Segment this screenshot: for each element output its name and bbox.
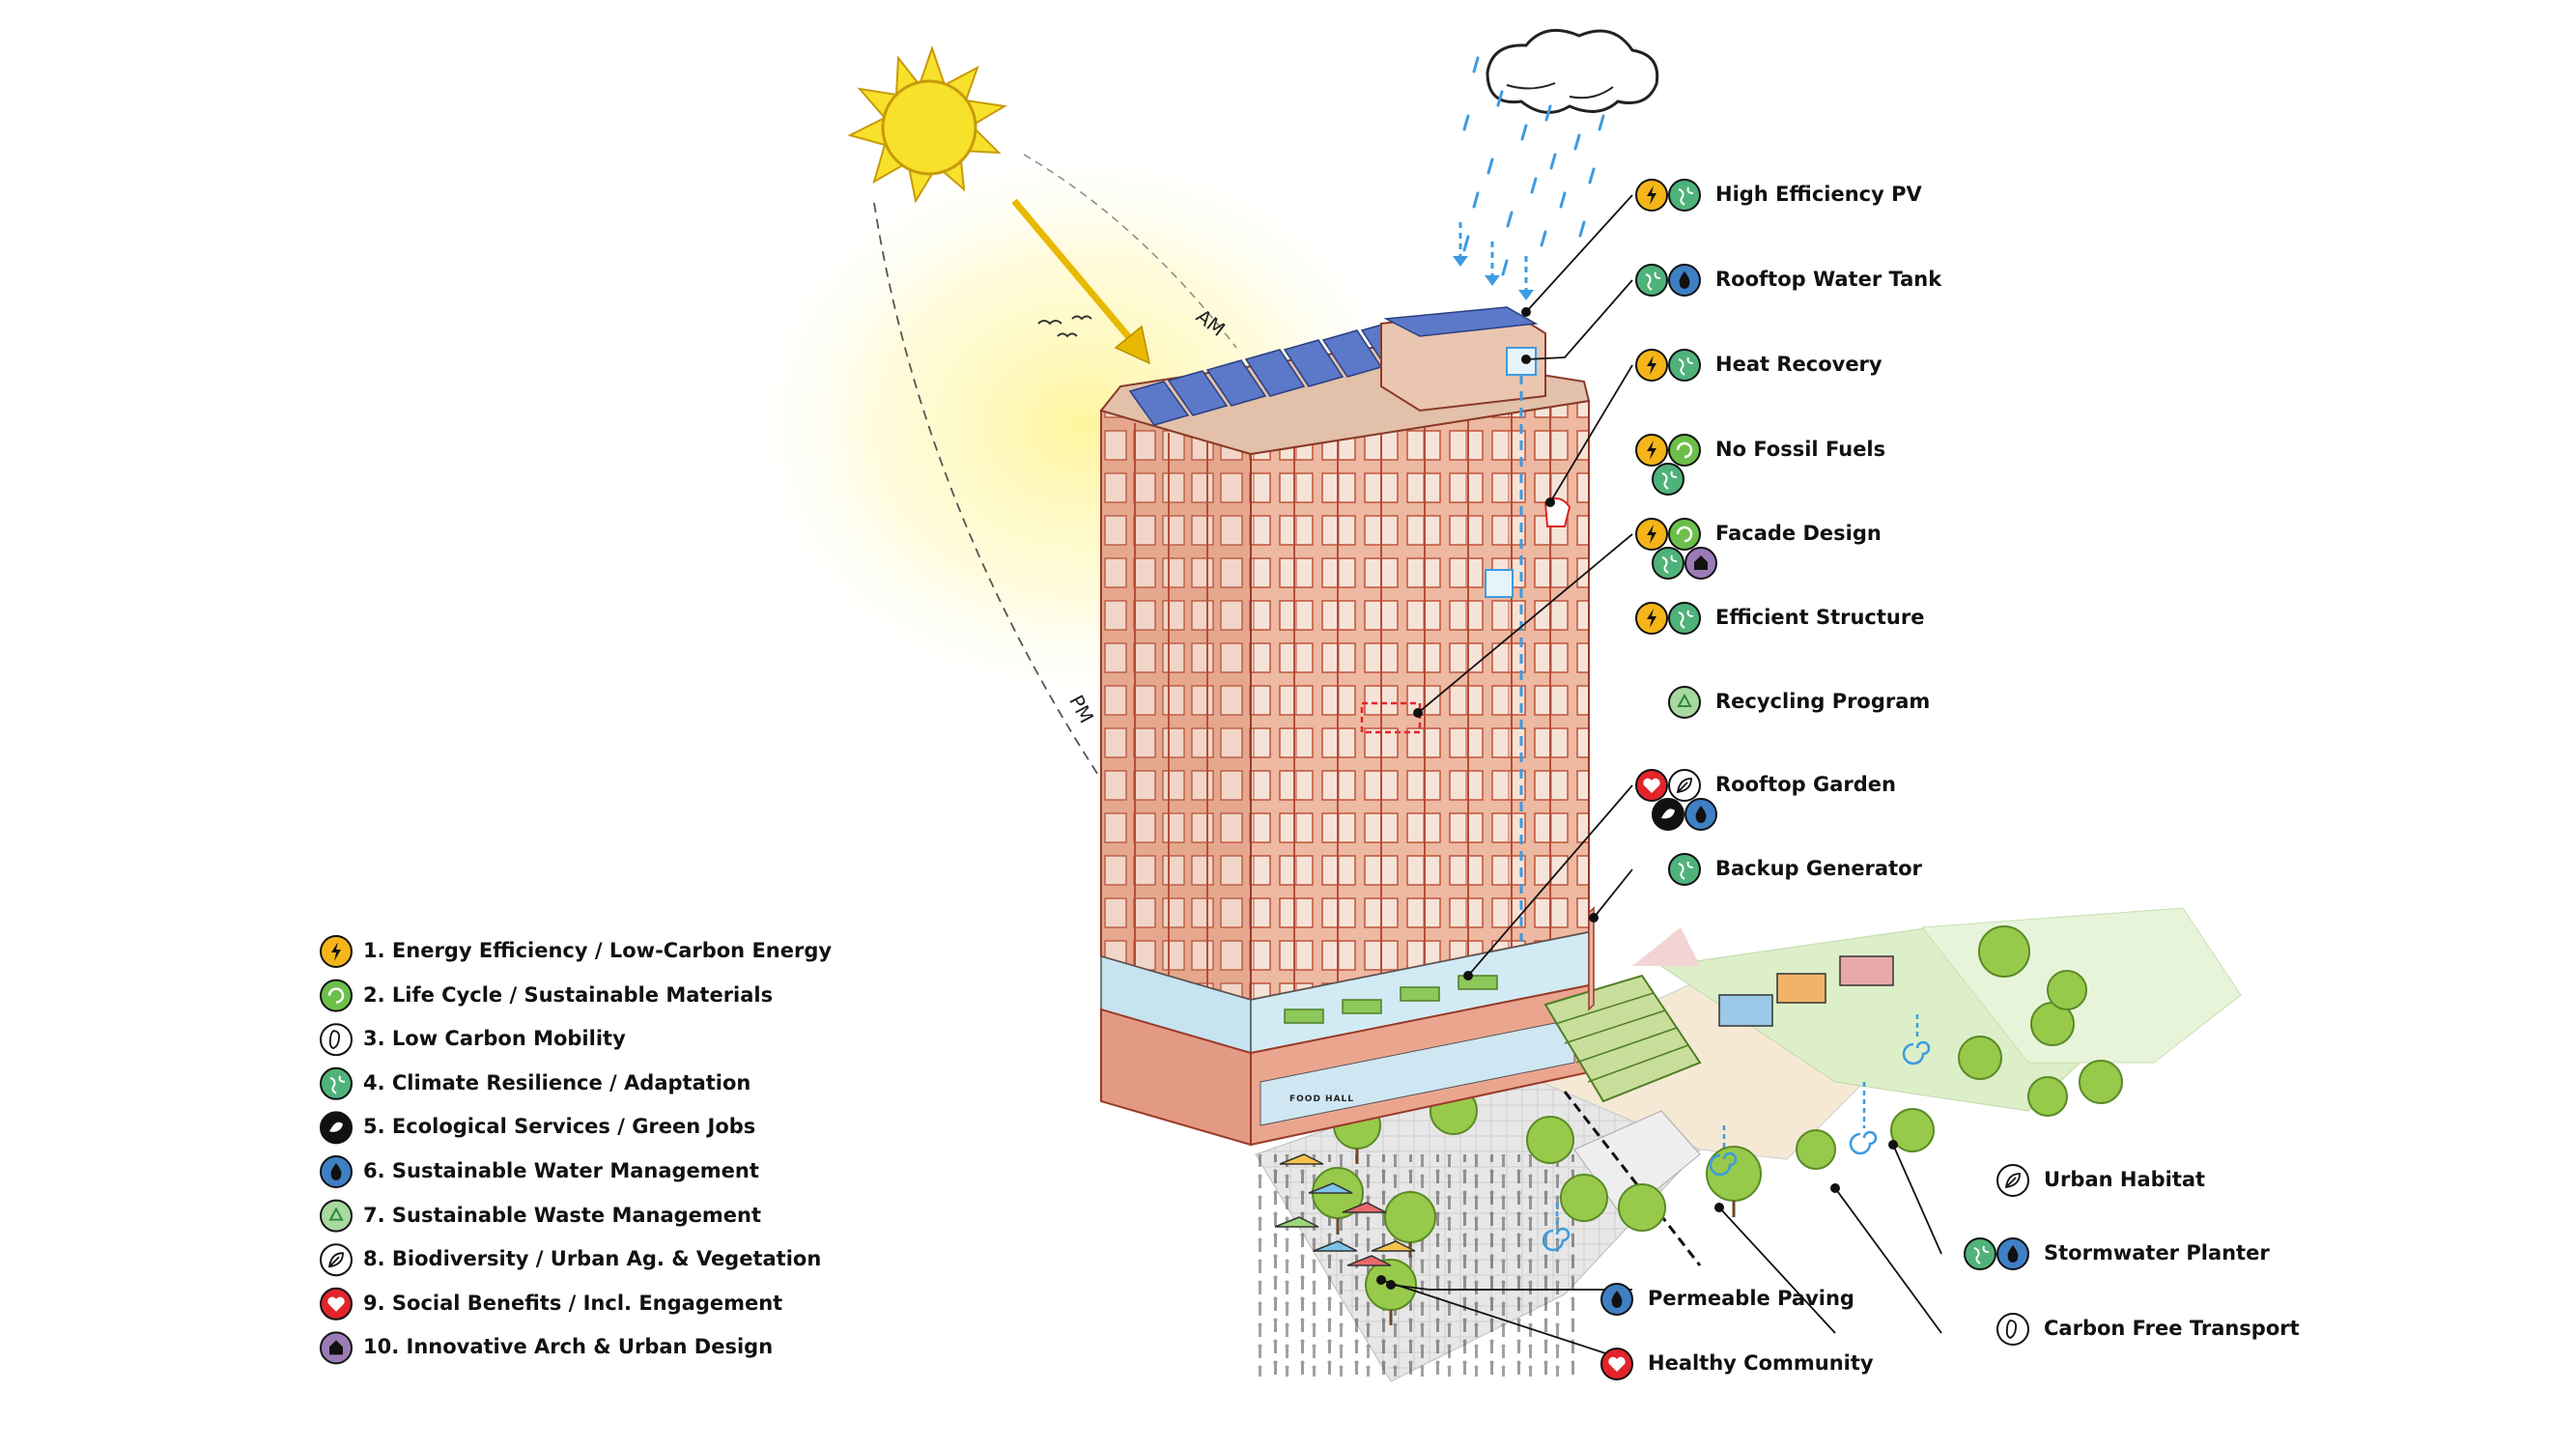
energy-efficiency-icon (1635, 349, 1668, 382)
feature-label: Rooftop Water Tank (1715, 268, 1942, 291)
biodiversity-icon (1668, 769, 1701, 802)
feature-label: Rooftop Garden (1715, 773, 1896, 796)
legend-item-label: 9. Social Benefits / Incl. Engagement (363, 1291, 783, 1315)
biodiversity-icon (1996, 1164, 2029, 1197)
life-cycle-icon (1668, 518, 1701, 551)
climate-resilience-icon (1668, 179, 1701, 212)
feature-label: Efficient Structure (1715, 606, 1925, 629)
feature-label: Recycling Program (1715, 690, 1931, 713)
sun-ray-arrow (1011, 198, 1151, 365)
energy-efficiency-icon (1635, 179, 1668, 212)
low-carbon-mobility-icon (320, 1023, 353, 1057)
feature-label: Heat Recovery (1715, 353, 1882, 376)
feature-label: Permeable Paving (1648, 1287, 1854, 1310)
climate-resilience-icon (1635, 264, 1668, 297)
life-cycle-icon (1668, 434, 1701, 467)
feature-icons (1600, 179, 2029, 1380)
feature-label: High Efficiency PV (1715, 183, 1922, 206)
sustainable-water-icon (1600, 1283, 1633, 1316)
feature-label: Backup Generator (1715, 857, 1922, 880)
tower (1099, 306, 1702, 1147)
legend-item-label: 6. Sustainable Water Management (363, 1159, 759, 1182)
legend-icons (320, 935, 353, 1365)
stormwater-arrows (1555, 1014, 1919, 1227)
food-hall-sign: FOOD HALL (1289, 1094, 1354, 1104)
climate-resilience-icon (1652, 463, 1684, 496)
market-umbrellas (1274, 1153, 1416, 1266)
feature-label: Urban Habitat (2044, 1168, 2206, 1191)
climate-resilience-icon (1668, 349, 1701, 382)
innovative-arch-icon (1684, 547, 1717, 580)
sustainable-water-icon (1996, 1237, 2029, 1270)
social-benefits-icon (320, 1287, 353, 1321)
climate-resilience-icon (1668, 602, 1701, 635)
feature-label: No Fossil Fuels (1715, 438, 1886, 461)
rooftop-water-tank (1506, 347, 1537, 376)
legend-item-label: 10. Innovative Arch & Urban Design (363, 1335, 774, 1359)
sustainable-waste-icon (1668, 686, 1701, 719)
callout-dots (1376, 307, 1898, 1290)
pm-sun-path (873, 202, 1150, 851)
stormwater-swirls (1542, 1040, 1931, 1252)
sustainable-water-icon (1668, 264, 1701, 297)
sustainable-water-icon (320, 1155, 353, 1188)
facade-detail-highlight (1360, 701, 1422, 734)
social-benefits-icon (1635, 769, 1668, 802)
legend-item-label: 8. Biodiversity / Urban Ag. & Vegetation (363, 1247, 822, 1271)
energy-efficiency-icon (1635, 434, 1668, 467)
podium-garden (1284, 975, 1498, 1024)
feature-label: Stormwater Planter (2044, 1241, 2270, 1264)
feature-label: Healthy Community (1648, 1351, 1874, 1375)
legend-item-label: 5. Ecological Services / Green Jobs (363, 1115, 756, 1139)
am-sun-path (1023, 154, 1237, 349)
low-carbon-mobility-icon (1996, 1313, 2029, 1346)
energy-efficiency-icon (1635, 602, 1668, 635)
climate-resilience-icon (1964, 1237, 1996, 1270)
social-benefits-icon (1600, 1348, 1633, 1380)
legend-item-label: 4. Climate Resilience / Adaptation (363, 1070, 751, 1094)
birds-icon (1037, 315, 1092, 338)
energy-efficiency-icon (320, 935, 353, 968)
sustainable-water-icon (1684, 798, 1717, 831)
ecological-services-icon (1652, 798, 1684, 831)
legend-item-label: 7. Sustainable Waste Management (363, 1203, 762, 1227)
ecological-services-icon (320, 1111, 353, 1145)
rain-drop-arrows (1458, 222, 1528, 290)
energy-efficiency-icon (1635, 518, 1668, 551)
life-cycle-icon (320, 979, 353, 1012)
sustainable-waste-icon (320, 1199, 353, 1233)
sun-icon (847, 44, 1007, 204)
climate-resilience-icon (320, 1066, 353, 1100)
cloud-icon (1486, 28, 1659, 114)
climate-resilience-icon (1652, 547, 1684, 580)
rain-icon (1462, 56, 1605, 276)
food-trucks (1718, 955, 1894, 1027)
callout-leaders (1380, 194, 1942, 1363)
legend-item-label: 1. Energy Efficiency / Low-Carbon Energy (363, 939, 833, 962)
feature-label: Carbon Free Transport (2044, 1317, 2300, 1340)
climate-resilience-icon (1668, 853, 1701, 886)
biodiversity-icon (320, 1243, 353, 1277)
innovative-arch-icon (320, 1331, 353, 1365)
feature-label: Facade Design (1715, 522, 1882, 545)
legend-item-label: 3. Low Carbon Mobility (363, 1027, 626, 1051)
legend-item-label: 2. Life Cycle / Sustainable Materials (363, 982, 774, 1007)
